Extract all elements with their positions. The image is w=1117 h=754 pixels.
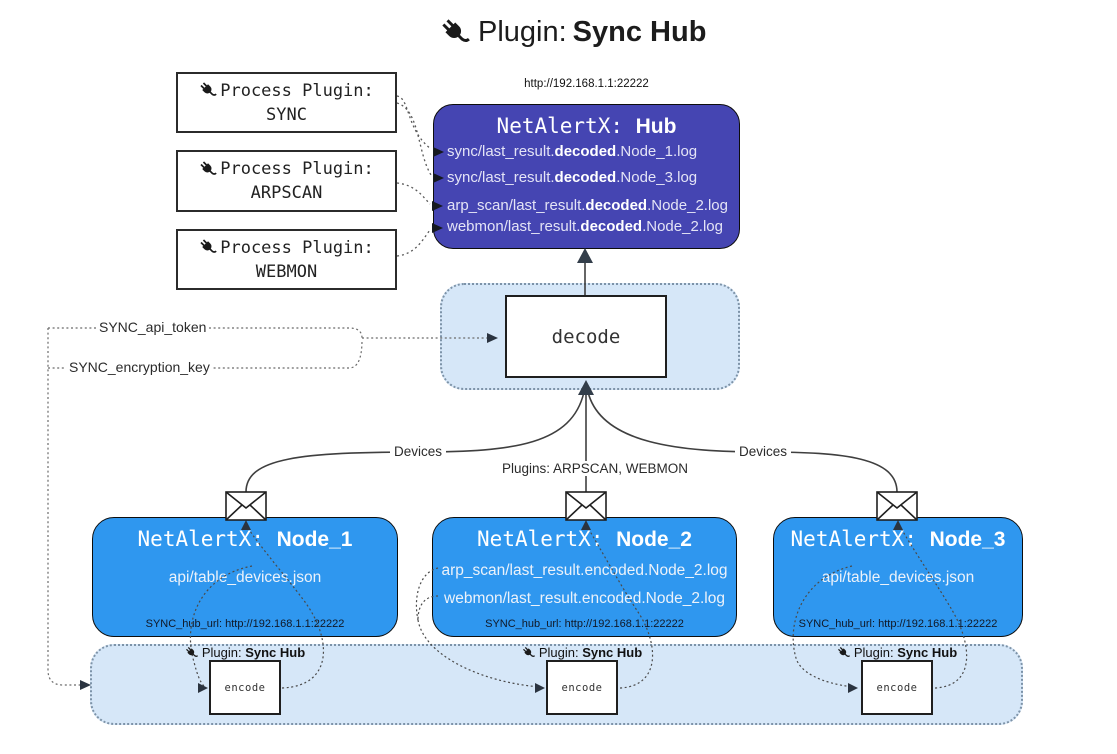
process-plugin-name: WEBMON [255, 261, 318, 282]
hub-title-prefix: NetAlertX: [496, 114, 636, 138]
process-plugin-box-webmon: Process Plugin: WEBMON [176, 229, 397, 290]
envelope-icon [876, 491, 918, 521]
hub-title-bold: Hub [635, 115, 677, 138]
plug-icon [185, 646, 198, 657]
encode-box: encode [209, 660, 281, 715]
hub-log-line: arp_scan/last_result.decoded.Node_2.log [447, 197, 728, 214]
edge-webmon-to-hub [396, 229, 431, 257]
page-title: Plugin: Sync Hub [440, 16, 706, 49]
plug-icon [837, 646, 850, 657]
encode-box: encode [861, 660, 933, 715]
process-plugin-box-arpscan: Process Plugin: ARPSCAN [176, 150, 397, 212]
encode-plugin-label: Plugin: Sync Hub [145, 645, 345, 660]
page-title-regular: Plugin: [478, 16, 567, 48]
node-file: api/table_devices.json [821, 569, 975, 586]
process-plugin-label: Process Plugin: [220, 237, 374, 258]
hub-url-label: http://192.168.1.1:22222 [524, 78, 649, 90]
encode-plugin-label: Plugin: Sync Hub [797, 645, 997, 660]
process-plugin-name: ARPSCAN [250, 183, 323, 203]
encode-box: encode [546, 660, 618, 715]
edge-key-to-band [47, 328, 80, 686]
hub-title: NetAlertX: Hub [434, 114, 739, 139]
hub-log-line: webmon/last_result.decoded.Node_2.log [447, 218, 723, 235]
page-title-bold: Sync Hub [572, 16, 707, 48]
node-box-node-3: NetAlertX: Node_3 api/table_devices.json… [773, 517, 1023, 637]
process-plugin-name: SYNC [266, 104, 307, 125]
hub-box: NetAlertX: Hub sync/last_result.decoded.… [433, 104, 740, 249]
edge-node1-to-decode [245, 391, 585, 493]
plug-icon [200, 82, 217, 96]
encode-plugin-label: Plugin: Sync Hub [482, 645, 682, 660]
node-hub-url: SYNC_hub_url: http://192.168.1.1:22222 [145, 618, 345, 630]
process-plugin-label: Process Plugin: [220, 159, 374, 179]
edge-label-devices-left: Devices [390, 444, 447, 459]
node-file: webmon/last_result.encoded.Node_2.log [444, 590, 725, 607]
node-title: NetAlertX: Node_3 [790, 527, 1006, 551]
plug-icon [200, 160, 217, 175]
decode-box: decode [505, 295, 667, 378]
node-box-node-1: NetAlertX: Node_1 api/table_devices.json… [92, 517, 398, 637]
node-file: arp_scan/last_result.encoded.Node_2.log [441, 562, 728, 579]
plug-icon [442, 18, 470, 42]
node-box-node-2: NetAlertX: Node_2 arp_scan/last_result.e… [432, 517, 737, 637]
edge-arpscan-to-hub [396, 182, 431, 205]
node-hub-url: SYNC_hub_url: http://192.168.1.1:22222 [485, 618, 684, 630]
edge-label-sync-api-token: SYNC_api_token [96, 319, 210, 335]
edge-node3-to-decode [587, 391, 898, 493]
process-plugin-box-sync: Process Plugin: SYNC [176, 72, 397, 133]
node-file: api/table_devices.json [168, 569, 322, 586]
node-title: NetAlertX: Node_2 [477, 527, 692, 551]
plug-icon [522, 646, 535, 657]
process-plugin-label: Process Plugin: [220, 80, 374, 101]
edge-label-plugins-center: Plugins: ARPSCAN, WEBMON [498, 461, 693, 476]
node-title: NetAlertX: Node_1 [137, 527, 353, 551]
edge-sync-to-hub-2 [396, 102, 432, 176]
edge-sync-to-hub-1 [396, 95, 432, 150]
envelope-icon [565, 491, 607, 521]
hub-log-line: sync/last_result.decoded.Node_1.log [447, 143, 698, 160]
node-hub-url: SYNC_hub_url: http://192.168.1.1:22222 [798, 618, 998, 630]
edge-label-sync-encryption-key: SYNC_encryption_key [66, 359, 213, 375]
edge-label-devices-right: Devices [735, 444, 792, 459]
hub-log-line: sync/last_result.decoded.Node_3.log [447, 169, 698, 186]
plug-icon [200, 239, 217, 253]
envelope-icon [225, 491, 267, 521]
